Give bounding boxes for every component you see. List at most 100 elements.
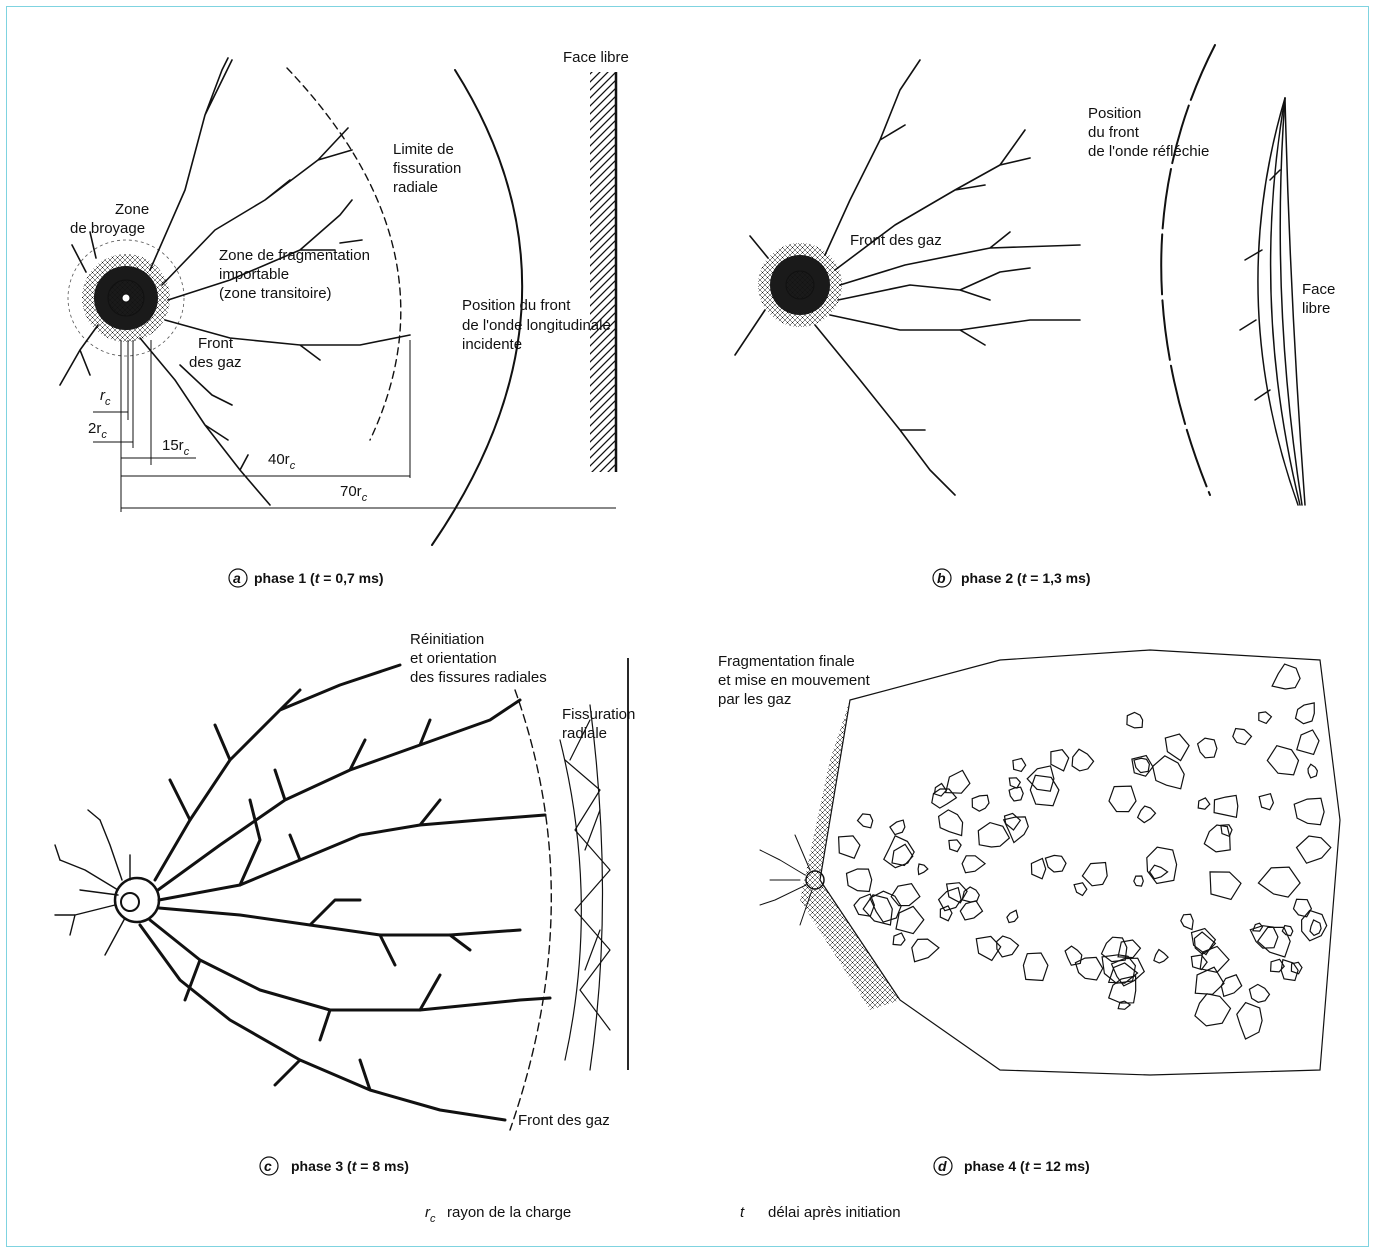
rock-fragment xyxy=(1259,794,1273,810)
rock-fragment xyxy=(1258,867,1300,897)
charge-c xyxy=(121,893,139,911)
rock-fragment xyxy=(1181,914,1193,929)
caption-b-letter: b xyxy=(937,570,946,586)
rock-fragment xyxy=(839,836,860,858)
rock-fragment xyxy=(1310,920,1321,935)
rock-fragment xyxy=(1004,817,1029,843)
caption-d: phase 4 (t = 12 ms) xyxy=(964,1158,1090,1174)
panel-d: Fragmentation finale et mise en mouvemen… xyxy=(718,650,1340,1175)
rock-fragment xyxy=(1023,953,1048,981)
rock-fragment xyxy=(1102,937,1127,961)
label-frag-1: Zone de fragmentation xyxy=(219,247,370,264)
label-zone-1: Zone xyxy=(115,201,149,218)
dim-40rc: 40rc xyxy=(268,451,296,472)
free-face-b xyxy=(1240,98,1305,505)
rock-fragment xyxy=(1250,926,1278,948)
rock-fragment xyxy=(1210,872,1241,900)
rock-fragment xyxy=(891,884,920,906)
label-b-pos-3: de l'onde réfléchie xyxy=(1088,143,1209,160)
rock-fragment xyxy=(1259,712,1272,724)
rock-fragment xyxy=(1134,876,1144,886)
rock-fragment xyxy=(1221,975,1241,997)
dim-70rc: 70rc xyxy=(340,483,368,504)
fragment-region-outline xyxy=(820,650,1340,1075)
label-zone-2: de broyage xyxy=(70,220,145,237)
rock-fragment xyxy=(1237,1003,1262,1039)
caption-a: phase 1 (t = 0,7 ms) xyxy=(254,570,384,586)
rock-fragment xyxy=(935,784,947,797)
label-b-pos-1: Position xyxy=(1088,105,1141,122)
rock-fragment xyxy=(1082,863,1107,886)
rock-fragment xyxy=(960,901,982,920)
label-d-frag-1: Fragmentation finale xyxy=(718,653,855,670)
label-front-2: des gaz xyxy=(189,354,242,371)
rock-fragment xyxy=(1296,703,1315,724)
legend-rc-symbol: rc xyxy=(425,1204,436,1225)
rock-fragment xyxy=(1272,664,1300,689)
label-c-front: Front des gaz xyxy=(518,1112,610,1129)
label-b-face-1: Face xyxy=(1302,281,1335,298)
label-onde-1: Position du front xyxy=(462,297,571,314)
rock-fragment xyxy=(972,795,989,811)
rock-fragment xyxy=(1249,984,1269,1002)
reflected-wave-front xyxy=(1161,45,1215,495)
label-onde-2: de l'onde longitudinale xyxy=(462,317,611,334)
rock-fragment xyxy=(932,789,957,808)
rock-fragment xyxy=(1294,899,1312,917)
rock-fragment xyxy=(1165,734,1189,761)
charge-hole xyxy=(122,294,130,302)
rock-fragment xyxy=(1065,946,1082,965)
rock-fragment xyxy=(1154,950,1168,964)
legend-rc-text: rayon de la charge xyxy=(447,1204,571,1221)
dim-2rc: 2rc xyxy=(88,420,107,441)
rock-fragment xyxy=(918,864,928,875)
rock-fragment xyxy=(1007,910,1018,922)
rock-fragment xyxy=(1072,749,1094,771)
hatched-edge-d xyxy=(800,700,900,1010)
rock-fragment xyxy=(1204,825,1230,852)
label-frag-2: importable xyxy=(219,266,289,283)
rock-fragment xyxy=(1051,750,1069,771)
rock-fragment xyxy=(1233,729,1252,745)
dim-rc: rc xyxy=(100,387,111,408)
rock-fragment xyxy=(1147,847,1177,883)
rock-fragment xyxy=(1074,883,1087,896)
panel-b: Position du front de l'onde réfléchie Fr… xyxy=(735,45,1335,587)
free-face-cracks-c xyxy=(560,705,610,1070)
label-limite-2: fissuration xyxy=(393,160,461,177)
rock-fragment xyxy=(1009,778,1020,788)
caption-c: phase 3 (t = 8 ms) xyxy=(291,1158,409,1174)
rock-fragment xyxy=(1045,855,1066,872)
label-onde-3: incidente xyxy=(462,336,522,353)
rock-fragment xyxy=(1075,957,1102,980)
caption-a-letter: a xyxy=(233,570,241,586)
free-face-hatch xyxy=(590,72,616,472)
rock-fragment xyxy=(1297,730,1319,754)
label-c-reinit-1: Réinitiation xyxy=(410,631,484,648)
rock-fragment xyxy=(1031,858,1045,878)
fragments-d xyxy=(839,664,1331,1039)
label-c-fiss-1: Fissuration xyxy=(562,706,635,723)
rock-fragment xyxy=(1013,758,1026,771)
rock-fragment xyxy=(1294,798,1324,824)
legend-t-symbol: t xyxy=(740,1204,745,1221)
rock-fragment xyxy=(1214,795,1238,817)
rock-fragment xyxy=(1297,836,1331,863)
legend-t-text: délai après initiation xyxy=(768,1204,901,1221)
rock-fragment xyxy=(1267,746,1298,775)
rock-fragment xyxy=(1198,798,1210,809)
rock-fragment xyxy=(1009,787,1023,801)
legend: rc rayon de la charge t délai après init… xyxy=(425,1204,901,1225)
label-c-reinit-3: des fissures radiales xyxy=(410,669,547,686)
label-d-frag-2: et mise en mouvement xyxy=(718,672,871,689)
rock-fragment xyxy=(858,814,873,828)
gas-front-c xyxy=(510,690,551,1130)
caption-b: phase 2 (t = 1,3 ms) xyxy=(961,570,1091,586)
label-frag-3: (zone transitoire) xyxy=(219,285,332,302)
label-limite-3: radiale xyxy=(393,179,438,196)
rock-fragment xyxy=(892,844,913,865)
rock-fragment xyxy=(1134,758,1149,772)
rock-fragment xyxy=(1109,786,1136,812)
short-cracks-d xyxy=(760,835,812,925)
dim-15rc: 15rc xyxy=(162,437,190,458)
